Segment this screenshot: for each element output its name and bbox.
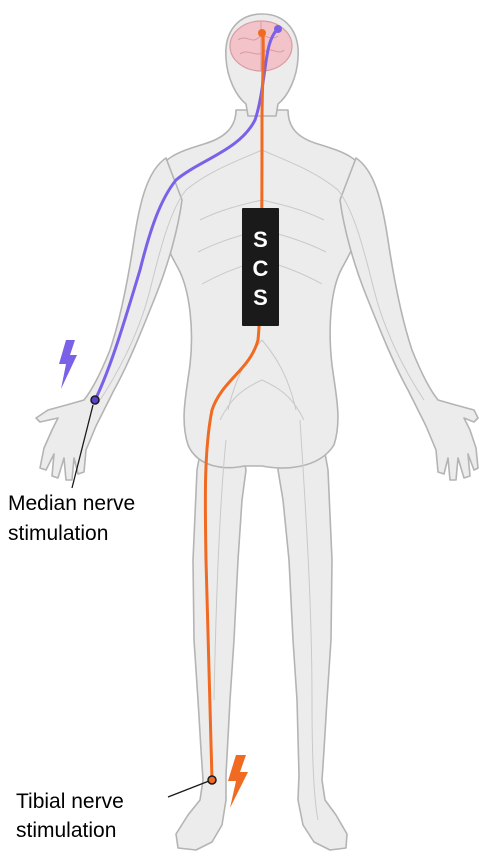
tibial-label-line2: stimulation [16,819,116,842]
tibial-lightning-bolt-icon [228,755,248,808]
brain [230,21,292,71]
scs-device: S C S [242,208,279,326]
tibial-stimulation-point [208,776,216,784]
scs-letter-1: S [253,227,268,252]
tibial-brain-endpoint [258,29,266,37]
median-lightning-bolt-icon [59,340,77,389]
median-brain-endpoint [274,25,282,33]
scs-letter-3: S [253,285,268,310]
median-label-line1: Median nerve [8,492,135,515]
left-leg [278,425,347,850]
body-silhouette [36,14,478,850]
scs-letter-2: C [253,256,269,281]
left-arm [340,158,478,480]
median-stimulation-point [91,396,99,404]
tibial-label-line1: Tibial nerve [16,790,124,813]
median-label-line2: stimulation [8,522,108,545]
